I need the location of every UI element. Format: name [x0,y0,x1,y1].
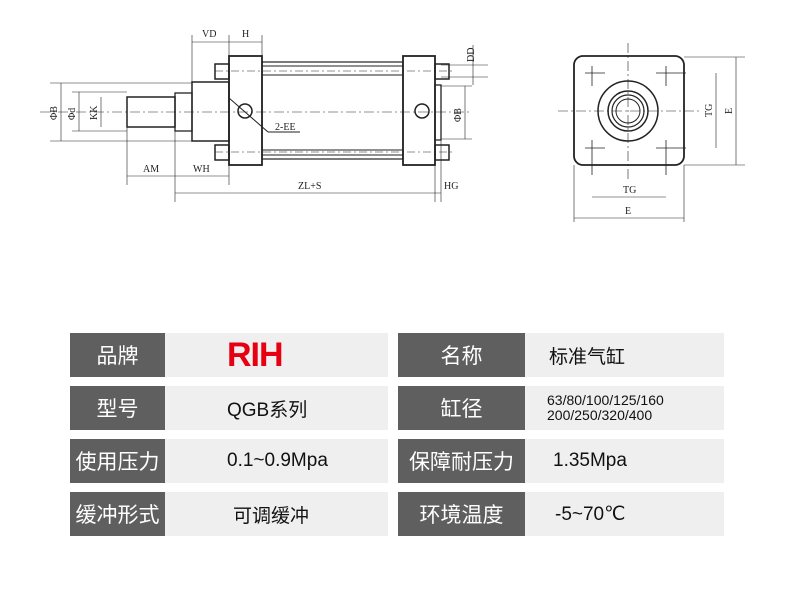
front-view: VD H DD ΦB Φd KK 2-EE ΦB AM WH ZL+S HG [40,29,488,202]
tie-rod-nut [434,144,450,161]
dim-phi-d: Φd [67,108,78,120]
cylinder-tube [261,61,404,160]
dim-zl-s: ZL+S [298,181,321,192]
dim-vd: VD [202,29,216,40]
bore-value: 63/80/100/125/160 200/250/320/400 [525,386,724,430]
tie-rod-nut [214,144,230,161]
dim-phi-b-left: ΦB [49,106,60,120]
ambient-temp-value: -5~70℃ [525,492,724,536]
brand-logo: RIH [227,335,284,374]
dim-e-horizontal: E [625,206,631,217]
cushion-type-value: 可调缓冲 [165,492,388,536]
port-hole [414,103,430,119]
brand-value: RIH [165,333,388,377]
dim-am: AM [143,164,159,175]
bore-value-line: 200/250/320/400 [547,407,653,423]
dim-kk: KK [89,105,100,120]
model-value: QGB系列 [165,386,388,430]
end-plate [434,84,442,141]
dim-phi-b-right: ΦB [453,108,464,122]
proof-pressure-value: 1.35Mpa [525,439,724,483]
dim-tg-vertical: TG [704,104,715,117]
dim-ee: 2-EE [275,122,296,133]
cushion-type-label: 缓冲形式 [70,492,165,536]
brand-label: 品牌 [70,333,165,377]
bore-label: 缸径 [398,386,525,430]
end-cover-square [573,55,685,166]
port-hole [237,103,253,119]
front-cover [228,55,263,166]
head-boss [191,81,230,142]
dim-wh: WH [193,164,210,175]
dim-tg-horizontal: TG [623,185,636,196]
tie-rod-nut [434,63,450,80]
rear-cover [402,55,436,166]
dim-h: H [242,29,249,40]
name-label: 名称 [398,333,525,377]
name-value: 标准气缸 [525,333,724,377]
working-pressure-value: 0.1~0.9Mpa [165,439,388,483]
dim-dd: DD [466,48,477,62]
cylinder-technical-drawing: VD H DD ΦB Φd KK 2-EE ΦB AM WH ZL+S HG T… [40,29,745,222]
ambient-temp-label: 环境温度 [398,492,525,536]
bore-value-line: 63/80/100/125/160 [547,392,664,408]
dim-hg: HG [444,181,458,192]
working-pressure-label: 使用压力 [70,439,165,483]
model-label: 型号 [70,386,165,430]
side-view: TG E TG E [558,43,745,222]
proof-pressure-label: 保障耐压力 [398,439,525,483]
dim-e-vertical: E [724,108,735,114]
tie-rod-nut [214,63,230,80]
